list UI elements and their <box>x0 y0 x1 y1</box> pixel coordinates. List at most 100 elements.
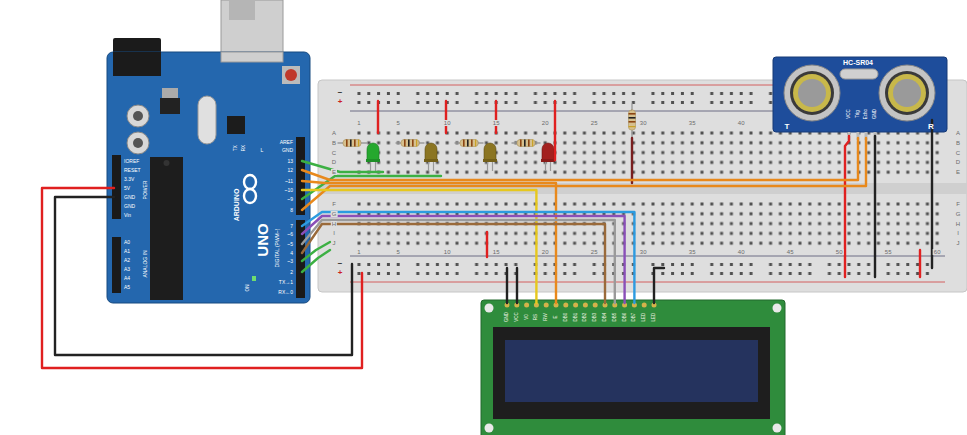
breadboard-index: I <box>332 230 336 236</box>
board-label: TX <box>234 145 239 151</box>
resistor-symbol-part <box>408 140 410 147</box>
ultrasonic-sensor-drawing-part <box>840 69 878 79</box>
breadboard-index: 35 <box>688 249 697 255</box>
ultrasonic-sensor-drawing-part <box>888 74 926 112</box>
resistor-symbol-part <box>524 140 526 147</box>
sensor-label: VCC <box>847 109 852 119</box>
wire-part <box>506 268 508 303</box>
breadboard-index: F <box>331 201 337 207</box>
breadboard-index: G <box>955 211 962 217</box>
breadboard-index: 30 <box>639 249 648 255</box>
board-label: 13 <box>287 159 293 164</box>
board-label: GND <box>282 148 293 153</box>
lcd-module-drawing <box>481 300 785 435</box>
breadboard-index: B <box>955 140 961 146</box>
ultrasonic-sensor-drawing-part <box>879 65 935 121</box>
arduino-board-drawing-part <box>285 69 297 81</box>
resistor-symbol-part <box>346 140 348 147</box>
breadboard-index: B <box>331 140 337 146</box>
board-label: POWER <box>143 181 148 200</box>
wire-part <box>302 161 383 172</box>
board-label: 5V <box>124 186 130 191</box>
wire-part <box>302 224 605 303</box>
resistor-symbol-part <box>517 140 535 147</box>
board-label: A3 <box>124 267 130 272</box>
lcd-module-drawing-part <box>485 424 494 433</box>
breadboard-index: 30 <box>639 120 648 126</box>
wire-part <box>302 138 858 180</box>
board-label: IOREF <box>124 159 139 164</box>
wire-part <box>302 212 634 303</box>
breadboard-index: A <box>955 130 961 136</box>
resistor-symbol-part <box>401 140 419 147</box>
wire-part <box>302 190 536 303</box>
board-label: A1 <box>124 249 130 254</box>
breadboard-index: 50 <box>835 249 844 255</box>
board-label: A4 <box>124 276 130 281</box>
wire-part <box>302 250 330 272</box>
breadboard-index: 55 <box>884 249 893 255</box>
lcd-module-drawing-part <box>493 327 770 419</box>
breadboard-part <box>350 282 945 283</box>
led-symbol-part <box>542 143 554 161</box>
arduino-board-drawing-part <box>252 276 256 281</box>
lcd-module-drawing-part <box>773 304 782 313</box>
breadboard-index: D <box>331 159 337 165</box>
lcd-module-drawing-part-part <box>573 303 578 308</box>
board-label: Vin <box>124 213 131 218</box>
pin-label: DB6 <box>622 313 627 322</box>
arduino-board-drawing-part <box>133 111 143 121</box>
arduino-board-drawing-part <box>127 132 149 154</box>
pin-label: GND <box>505 312 510 322</box>
board-label: RESET <box>124 168 141 173</box>
breadboard-index: 5 <box>396 249 401 255</box>
board-label: DIGITAL (PWM~) <box>275 229 280 268</box>
resistor-symbol-part <box>475 140 476 147</box>
breadboard-index: A <box>331 130 337 136</box>
breadboard-index: 25 <box>590 120 599 126</box>
board-label: ~9 <box>287 197 293 202</box>
pin-label: VCC <box>515 312 520 322</box>
pin-label: DB3 <box>593 313 598 322</box>
board-label: 3.3V <box>124 177 134 182</box>
board-label: UNO <box>255 223 270 256</box>
lcd-module-drawing-part-part <box>524 303 529 308</box>
led-symbol-part <box>483 159 497 162</box>
led-symbol-part <box>541 159 555 162</box>
breadboard-index: J <box>332 240 337 246</box>
resistor-symbol-part <box>350 140 352 147</box>
pin-label: LED <box>652 313 657 322</box>
breadboard-index: I <box>956 230 960 236</box>
wire <box>42 101 932 368</box>
wire-part <box>445 101 447 133</box>
breadboard-part <box>318 183 967 194</box>
pin-label: RW <box>544 313 549 320</box>
board-label: ~6 <box>287 232 293 237</box>
lcd-module-drawing-part <box>505 340 758 402</box>
breadboard-index: 20 <box>541 120 550 126</box>
wire-part <box>874 136 876 277</box>
arduino-board-drawing-part <box>113 38 161 78</box>
board-label: A2 <box>124 258 130 263</box>
breadboard-index: 25 <box>590 249 599 255</box>
board-label: ~10 <box>285 188 293 193</box>
resistor-symbol-part <box>463 140 465 147</box>
resistor-symbol-part <box>416 140 417 147</box>
board-label: 8 <box>290 208 293 213</box>
rail-sign: − <box>337 89 344 97</box>
sensor-label: Trig <box>856 110 861 118</box>
breadboard-index: H <box>955 221 961 227</box>
arduino-board-drawing-part <box>244 189 256 203</box>
led-symbol-part <box>367 143 379 161</box>
wire-part <box>631 138 633 183</box>
breadboard-index: F <box>955 201 961 207</box>
resistor-symbol-part <box>528 140 530 147</box>
wire-part <box>55 197 352 355</box>
breadboard-index: 40 <box>737 249 746 255</box>
arduino-board-drawing-part <box>107 52 310 303</box>
breadboard-index: 5 <box>396 120 401 126</box>
sensor-label: HC-SR04 <box>843 59 873 66</box>
pin-label: RS <box>534 314 539 320</box>
